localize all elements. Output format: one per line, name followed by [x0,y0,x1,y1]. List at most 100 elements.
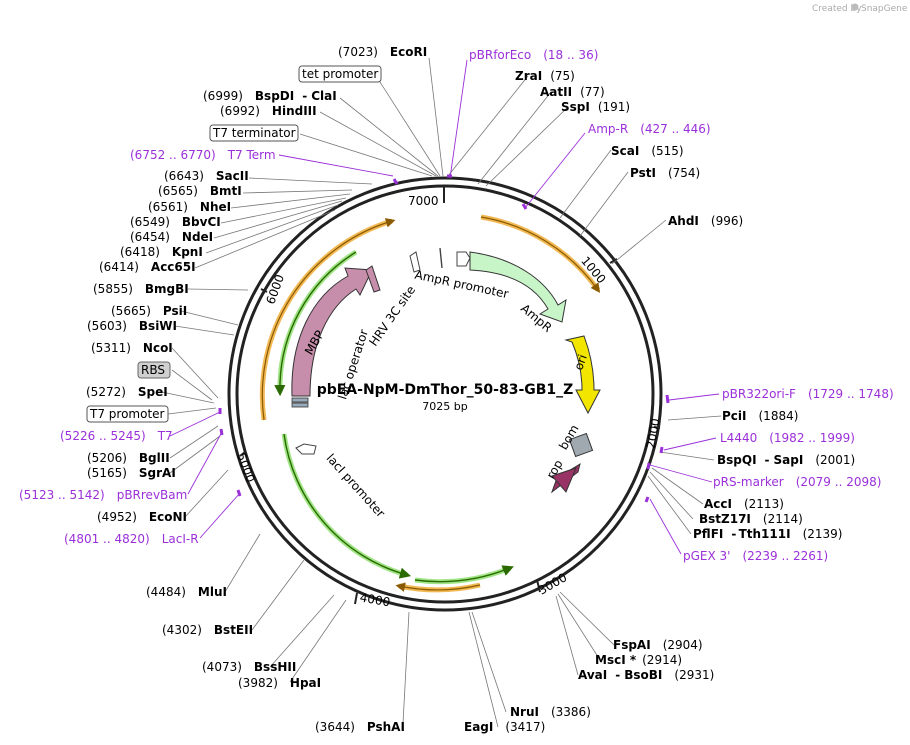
snapgene-credit: Created by SnapGene [812,3,908,14]
primer-labels: pBRforEco(18 .. 36) Amp-R(427 .. 446) pB… [19,48,894,563]
rbs-label: RBS [141,363,165,377]
primer-label: L4440(1982 .. 1999) [720,431,855,445]
lac-operator-box-2 [291,402,309,408]
plasmid-length: 7025 bp [422,400,467,413]
enzyme-label: (7023)EcoRI [338,45,427,59]
tick-6000: 6000 [263,273,287,306]
credit-text: Created by [812,4,862,14]
t7-promoter-label: T7 promoter [89,407,165,421]
enzyme-label: AvaI-BsoBI(2931) [578,668,714,682]
enzyme-label: AhdI(996) [668,214,743,228]
primer-label: pBRforEco(18 .. 36) [469,48,598,62]
primer-label: pGEX 3'(2239 .. 2261) [683,549,828,563]
enzyme-label: (5311)NcoI [91,341,173,355]
enzyme-label: AatII(77) [540,85,605,99]
enzyme-label: (4484)MluI [146,585,227,599]
primer-label: (4801 .. 4820)LacI-R [64,532,199,546]
snapgene-logo-icon [851,3,859,11]
green-arc-bottom [281,433,408,578]
ampr-promoter-shape [456,251,471,267]
enzyme-label: (6643)SacII [164,169,249,183]
tick-mark-1000 [609,258,618,264]
tet-promoter-label: tet promoter [302,67,378,81]
enzyme-label: (4302)BstEII [162,623,253,637]
primer-connectors [169,59,720,555]
laci-promoter-shape [295,443,317,455]
green-arc-bottom-right-line [414,565,514,583]
green-arc-bottom-right [414,565,511,585]
features [291,247,601,494]
hrv-site-shape [365,265,381,293]
tet-promoter-shape [409,251,421,273]
enzyme-label: (6414)Acc65I [99,260,196,274]
enzyme-label: SspI(191) [561,100,630,114]
enzyme-labels-left: (7023)EcoRI (6999)BspDI-ClaI (6992)HindI… [86,45,427,734]
orange-arc-top-right-line [480,216,601,293]
primer-marks [218,174,670,503]
orange-arc-left-line [261,218,396,421]
enzyme-label: NruI(3386) [510,705,591,719]
enzyme-label: AccI(2113) [704,497,784,511]
enzyme-label: BspQI-SapI(2001) [717,453,855,467]
enzyme-label: (6992)HindIII [220,104,317,118]
enzyme-label: (6565)BmtI [158,184,242,198]
tet-promoter-box [298,65,382,83]
enzyme-label: (5272)SpeI [86,385,168,399]
primer-label: (5226 .. 5245)T7 [60,429,173,443]
tick-mark-4000 [354,592,358,605]
primer-label: (6752 .. 6770)T7 Term [130,148,276,162]
tick-2000: 2000 [644,417,663,450]
enzyme-label: PstI(754) [630,166,700,180]
feature-arcs [259,214,601,593]
enzyme-label: FspAI(2904) [613,638,703,652]
credit-brand: SnapGene [861,4,908,14]
enzyme-label: (3644)PshAI [315,720,405,734]
orange-arc-top-right [480,214,601,292]
enzyme-label: MscI *(2914) [595,653,682,667]
enzyme-label: (5665)PsiI [111,304,187,318]
orange-arc-bottom-line [395,582,481,592]
enzyme-label: (5603)BsiWI [87,319,177,333]
t7-terminator-box [209,124,299,142]
tick-mark-3000 [536,579,541,593]
enzyme-labels-right: ZraI(75) AatII(77) SspI(191) ScaI(515) P… [464,69,855,734]
tick-mark-5000 [239,451,246,457]
plasmid-title: pbEA-NpM-DmThor_50-83-GB1_Z 7025 bp [317,382,574,413]
enzyme-label: (6454)NdeI [130,230,213,244]
enzyme-label: (6549)BbvCI [130,215,221,229]
hrv-label: HRV 3C site [366,283,418,349]
enzyme-label: PflFI-Tth111I(2139) [693,527,842,541]
ori-label: ori [571,353,589,372]
ter-marker [439,247,443,269]
enzyme-label: BstZ17I(2114) [699,512,803,526]
enzyme-label: (6418)KpnI [120,245,203,259]
lac-operator-box [291,397,309,403]
enzyme-label: (5165)SgrAI [87,466,176,480]
t7-terminator-label: T7 terminator [212,126,296,140]
primer-label: Amp-R(427 .. 446) [588,122,711,136]
primer-label: pRS-marker(2079 .. 2098) [713,475,881,489]
enzyme-label: (4073)BssHII [202,660,296,674]
rop-head-shape [551,467,577,493]
bom-shape [568,432,594,458]
tick-3000: 3000 [536,570,569,597]
enzyme-label: (5855)BmgBI [93,282,189,296]
tick-7000: 7000 [408,194,439,208]
enzyme-label: PciI(1884) [722,409,798,423]
enzyme-label: ZraI(75) [515,69,575,83]
rbs-box [137,361,171,379]
enzyme-label: EagI(3417) [464,720,545,734]
primer-label: (5123 .. 5142)pBRrevBam [19,488,187,502]
enzyme-label: (6999)BspDI-ClaI [203,89,337,103]
tick-mark-2000 [653,426,661,429]
laci-promoter-label: lacI promoter [324,451,388,520]
t7-promoter-box [86,405,169,423]
enzyme-label: (5206)BglII [87,451,170,465]
primer-label: pBR322ori-F(1729 .. 1748) [722,387,894,401]
tick-mark-6000 [260,288,268,293]
green-arc-left-line [274,251,357,397]
ori-shape [564,335,601,415]
tick-5000: 5000 [234,451,258,484]
